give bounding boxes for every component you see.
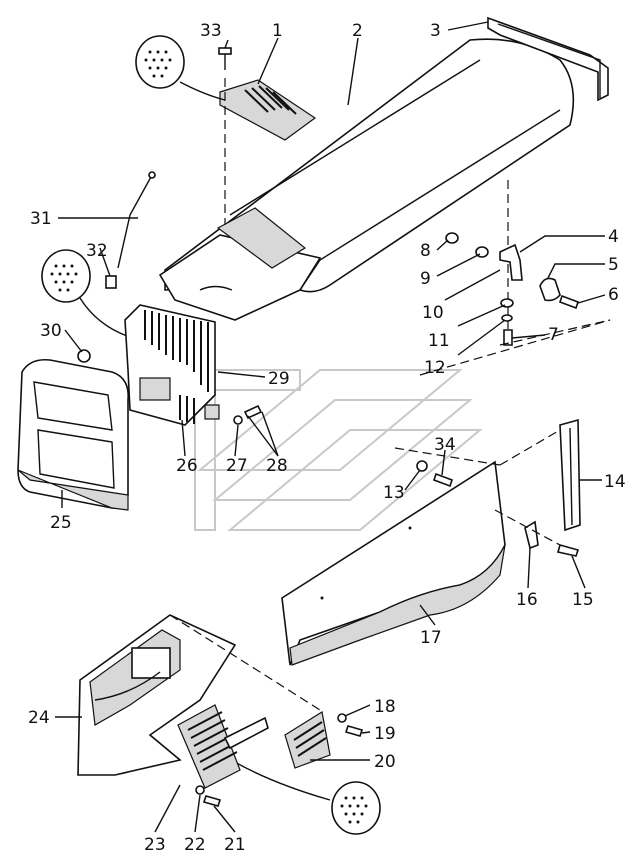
label-19: 19	[374, 724, 396, 744]
label-29: 29	[268, 369, 290, 389]
trim-strip-part	[499, 418, 581, 532]
label-23: 23	[144, 835, 166, 855]
label-22: 22	[184, 835, 206, 855]
watermark-logo	[194, 369, 483, 531]
vent-plate-part	[218, 47, 317, 225]
fastener-27-28	[233, 404, 263, 425]
label-11: 11	[428, 331, 450, 351]
leader-lines	[55, 21, 606, 833]
label-26: 26	[176, 456, 198, 476]
fastener-13-34	[394, 447, 501, 488]
label-16: 16	[516, 590, 538, 610]
lower-grille-part	[177, 704, 269, 789]
label-10: 10	[422, 303, 444, 323]
label-14: 14	[604, 472, 626, 492]
label-2: 2	[352, 21, 363, 41]
small-vent-part	[284, 711, 331, 769]
label-12: 12	[424, 358, 446, 378]
grille-detail-circle-left	[41, 249, 141, 341]
label-9: 9	[420, 269, 431, 289]
label-8: 8	[420, 241, 431, 261]
grille-detail-circle-top	[135, 35, 226, 101]
label-18: 18	[374, 697, 396, 717]
fastener-15-16	[494, 509, 580, 557]
label-27: 27	[226, 456, 248, 476]
rear-handle-part	[487, 16, 609, 102]
label-5: 5	[608, 255, 619, 275]
fastener-18-19-21-22	[195, 713, 364, 807]
label-32: 32	[86, 241, 108, 261]
side-panel-part	[281, 460, 506, 666]
label-31: 31	[30, 209, 52, 229]
label-6: 6	[608, 285, 619, 305]
front-grille-part	[124, 304, 220, 426]
label-20: 20	[374, 752, 396, 772]
label-15: 15	[572, 590, 594, 610]
hood-part	[158, 38, 575, 321]
label-7: 7	[548, 325, 559, 345]
label-13: 13	[383, 483, 405, 503]
label-24: 24	[28, 708, 50, 728]
front-frame-part	[17, 349, 129, 511]
label-21: 21	[224, 835, 246, 855]
callout-labels: 1 2 3 33 4 5 6 7 8 9 10 11 12 13 34 14 1…	[28, 21, 626, 855]
bracket-assembly	[419, 180, 611, 376]
label-34: 34	[434, 435, 456, 455]
label-1: 1	[272, 21, 283, 41]
label-4: 4	[608, 227, 619, 247]
lower-side-panel-part	[77, 614, 321, 776]
label-25: 25	[50, 513, 72, 533]
label-3: 3	[430, 21, 441, 41]
label-30: 30	[40, 321, 62, 341]
cable-part	[105, 171, 156, 289]
label-28: 28	[266, 456, 288, 476]
label-17: 17	[420, 628, 442, 648]
label-33: 33	[200, 21, 222, 41]
